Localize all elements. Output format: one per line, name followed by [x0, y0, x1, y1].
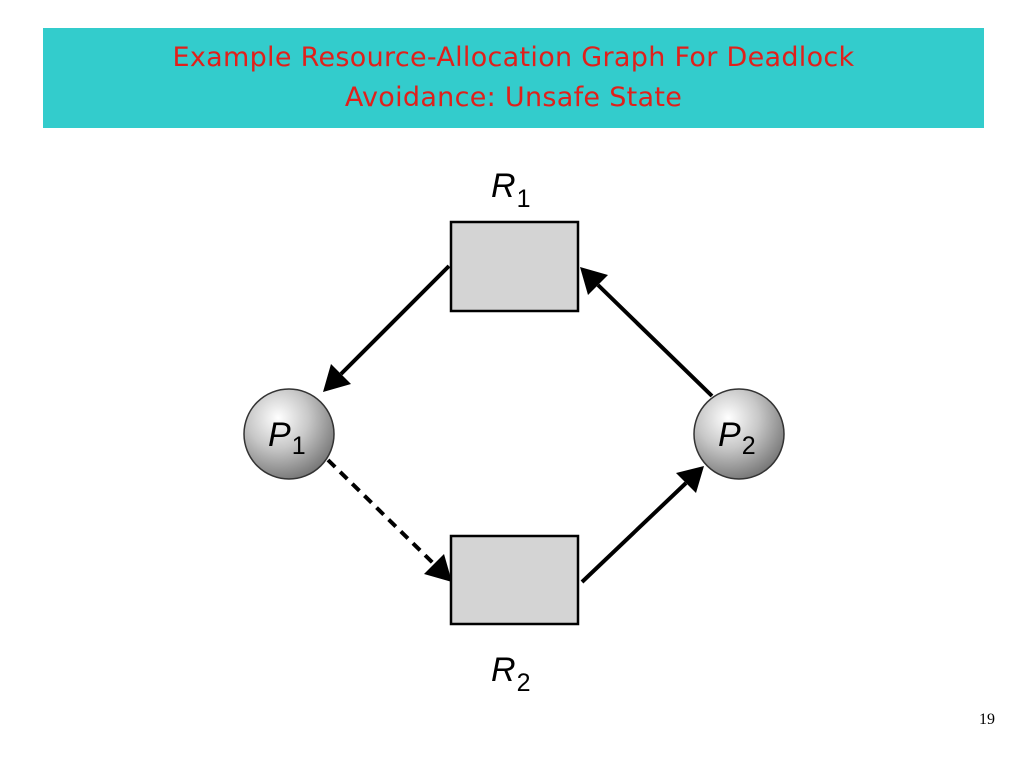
- resource-r1-box: [449, 220, 580, 313]
- process-p2-node: [693, 388, 785, 480]
- resource-r2-subscript: 2: [517, 669, 531, 697]
- arrowhead-r1-to-p1: [323, 364, 351, 392]
- resource-r2-box: [449, 534, 580, 626]
- resource-r1-subscript: 1: [517, 185, 531, 213]
- process-p2-subscript: 2: [742, 432, 756, 460]
- process-p1-letter: P: [268, 416, 291, 454]
- arrowhead-p2-to-r1: [580, 267, 608, 295]
- page-number: 19: [979, 711, 995, 728]
- edge-r2-to-p2: [580, 481, 688, 584]
- edge-r1-to-p1: [339, 264, 451, 376]
- slide-title-line-1: Example Resource-Allocation Graph For De…: [172, 42, 855, 73]
- process-p2-label: P2: [718, 416, 756, 460]
- process-p1-node: [243, 388, 335, 480]
- slide-title-line-2: Avoidance: Unsafe State: [344, 82, 683, 113]
- process-p1-label: P1: [268, 416, 306, 460]
- process-p1-subscript: 1: [292, 432, 306, 460]
- graph-edges: [323, 264, 714, 584]
- resource-r2-label: R2: [491, 651, 530, 697]
- arrowhead-r2-to-p2: [676, 466, 704, 493]
- process-p2-letter: P: [718, 416, 741, 454]
- edge-p2-to-r1: [596, 283, 714, 398]
- resource-r2-letter: R: [491, 651, 516, 689]
- resource-r1-label: R1: [491, 167, 530, 213]
- arrowhead-p1-to-r2-claim: [424, 554, 452, 582]
- title-banner: Example Resource-Allocation Graph For De…: [43, 28, 984, 128]
- edge-p1-to-r2-claim: [326, 458, 436, 566]
- resource-r1-letter: R: [491, 167, 516, 205]
